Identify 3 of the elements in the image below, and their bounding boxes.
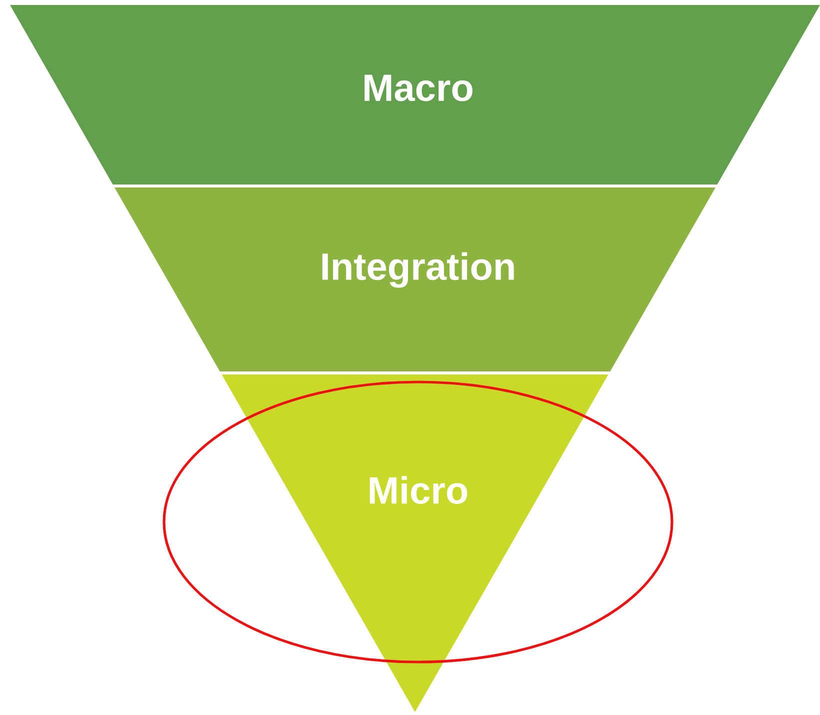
funnel-band: Integration xyxy=(114,188,716,372)
funnel-band: Macro xyxy=(10,5,820,184)
funnel-band: Micro xyxy=(222,374,608,712)
